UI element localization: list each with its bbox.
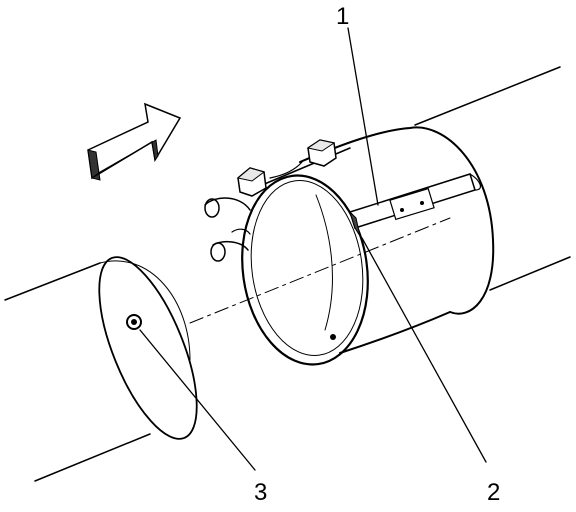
clamp-sleeve-inner-wall [315,194,333,331]
outlet-pipe [254,66,571,291]
flow-direction-arrow [87,102,182,181]
strap-edge [349,211,361,237]
callout-3: 3 [254,479,267,506]
centerline [189,217,451,324]
lower-bolt-head [210,242,226,262]
arrow-face [87,102,182,180]
clamp-bolt-assembly [204,139,337,262]
inlet-pipe-end-rim [99,260,191,361]
leader-line-1 [347,27,379,206]
bolt-bracket [231,228,251,235]
callout-1: 1 [336,3,349,30]
upper-left-nut-face [236,167,266,182]
arrow-shadow-left [87,149,101,181]
strap-rivet [420,201,424,205]
clamp-sleeve [241,126,495,366]
clamp-sleeve-outer [299,126,495,315]
clamp-sleeve-inner-rim [250,180,364,356]
clamp-sleeve-front-opening [241,174,369,366]
leader-lines [139,27,487,471]
inlet-pipe-end [98,256,198,440]
sleeve-hole [330,334,336,340]
inlet-pipe [4,256,198,482]
callout-2: 2 [487,479,500,506]
inlet-pipe-bottom-edge [34,433,151,482]
strap-end [469,173,482,191]
top-nut-face [306,139,336,152]
clamp-jaw [269,161,303,179]
upper-bolt-head [204,198,220,218]
leader-line-3 [139,329,256,471]
outlet-pipe-bottom-edge [489,256,571,291]
outlet-pipe-top-edge [414,66,561,126]
leader-line-2 [361,237,487,463]
inlet-pipe-top-edge [4,262,101,301]
clamp-strap [349,173,482,237]
strap-plate [389,187,435,221]
arrow-shadow-bottom [91,139,159,179]
alignment-dimple-center [131,319,137,325]
clamp-sleeve-lower [339,311,451,354]
upper-bolt-body [204,197,251,211]
strap-rivet [400,208,404,212]
